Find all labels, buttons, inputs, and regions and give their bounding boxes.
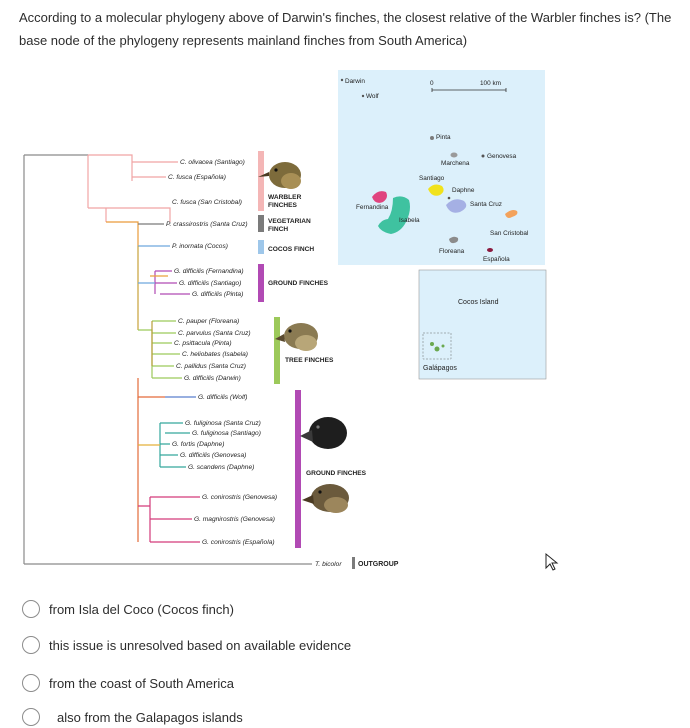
answer-option-unresolved[interactable]: this issue is unresolved based on availa… xyxy=(22,634,351,656)
island-label-floreana: Floreana xyxy=(439,248,465,255)
island-daphne xyxy=(447,196,451,200)
island-isabela xyxy=(378,196,410,234)
island-marchena xyxy=(450,152,458,158)
ground1-bar xyxy=(258,264,264,302)
tip-label: P. crassirostris (Santa Cruz) xyxy=(166,221,248,228)
question-text: According to a molecular phylogeny above… xyxy=(19,10,672,48)
scale-label: 100 km xyxy=(480,80,501,87)
radio-button[interactable] xyxy=(22,636,40,654)
tip-label: C. pallidus (Santa Cruz) xyxy=(176,363,246,370)
map-sea xyxy=(338,70,545,265)
tip-label: G. fuliginosa (Santiago) xyxy=(192,430,261,437)
tip-label: C. heliobates (Isabela) xyxy=(182,351,248,358)
island-san-cristobal xyxy=(505,210,518,218)
island-genovesa xyxy=(481,154,485,158)
cocos-caption: COCOS FINCH xyxy=(268,246,314,253)
vegetarian-bar xyxy=(258,215,264,232)
tip-label: T. bicolor xyxy=(315,561,342,568)
tree-bar xyxy=(274,317,280,384)
tip-label: G. conirostris (Española) xyxy=(202,539,275,546)
inset-frame xyxy=(418,269,547,380)
cursor-icon xyxy=(545,552,559,571)
tip-label: G. conirostris (Genovesa) xyxy=(202,494,277,501)
radio-button[interactable] xyxy=(22,674,40,692)
tip-label: G. magnirostris (Genovesa) xyxy=(194,516,275,523)
island-darwin xyxy=(340,78,344,82)
outgroup-bar xyxy=(352,557,355,569)
group-captions: WARBLER FINCHES VEGETARIAN FINCH COCOS F… xyxy=(268,194,399,569)
island-fernandina xyxy=(372,191,387,203)
tip-label: P. inornata (Cocos) xyxy=(172,243,228,250)
outgroup-caption: OUTGROUP xyxy=(358,561,399,568)
island-label-genovesa: Genovesa xyxy=(487,153,517,160)
tip-label: G. difficilis (Fernandina) xyxy=(174,268,244,275)
scale-zero: 0 xyxy=(430,80,434,87)
island-floreana xyxy=(449,236,459,244)
tip-label: G. fortis (Daphne) xyxy=(172,441,224,448)
ground1-caption: GROUND FINCHES xyxy=(268,280,329,287)
tip-label: G. difficilis (Genovesa) xyxy=(180,452,246,459)
answer-option-cocos[interactable]: from Isla del Coco (Cocos finch) xyxy=(22,598,234,620)
tip-label: C. parvulus (Santa Cruz) xyxy=(178,330,251,337)
tip-labels: C. olivacea (Santiago) C. fusca (Español… xyxy=(166,159,342,568)
group-bars xyxy=(258,151,301,548)
island-label-santiago: Santiago xyxy=(419,175,445,182)
island-label-espanola: Española xyxy=(483,256,510,263)
warbler-finch-illustration xyxy=(258,162,301,189)
option-label: also from the Galapagos islands xyxy=(57,709,243,725)
tip-label: C. olivacea (Santiago) xyxy=(180,159,245,166)
tip-label: C. psittacula (Pinta) xyxy=(174,340,232,347)
warbler-caption: WARBLER xyxy=(268,194,302,201)
phylogeny-figure: Darwin Wolf 0 100 km Pinta Marchena Geno… xyxy=(23,70,559,571)
island-wolf xyxy=(361,94,365,98)
galapagos-map: Darwin Wolf 0 100 km Pinta Marchena Geno… xyxy=(338,70,545,265)
cocos-bar xyxy=(258,240,264,254)
island-label-isabela: Isabela xyxy=(399,217,420,224)
vegetarian-caption: VEGETARIAN xyxy=(268,218,311,225)
inset-galapagos-box xyxy=(422,332,452,360)
tip-label: G. difficilis (Wolf) xyxy=(198,394,247,401)
island-espanola xyxy=(487,248,493,252)
island-label-daphne: Daphne xyxy=(452,187,475,194)
island-santa-cruz xyxy=(446,199,467,213)
tip-label: G. fuliginosa (Santa Cruz) xyxy=(185,420,261,427)
warbler-caption-2: FINCHES xyxy=(268,202,298,209)
island-label-darwin: Darwin xyxy=(345,78,365,85)
tree-branches xyxy=(23,154,312,565)
inset-label-galapagos: Galápagos xyxy=(423,365,457,372)
warbler-bar xyxy=(258,151,264,211)
tip-label: G. difficilis (Pinta) xyxy=(192,291,243,298)
answer-option-galapagos[interactable]: also from the Galapagos islands xyxy=(22,706,243,728)
tip-label: G. scandens (Daphne) xyxy=(188,464,254,471)
tree-caption: TREE FINCHES xyxy=(285,357,334,364)
island-pinta xyxy=(430,136,434,140)
radio-button[interactable] xyxy=(22,708,40,726)
island-label-marchena: Marchena xyxy=(441,160,470,167)
ground-finch-illustration xyxy=(300,417,347,449)
tip-label: C. fusca (Española) xyxy=(168,174,226,181)
option-label: this issue is unresolved based on availa… xyxy=(49,637,352,653)
ground2-bar xyxy=(295,390,301,548)
tip-label: G. difficilis (Darwin) xyxy=(184,375,241,382)
ground-finch-female-illustration xyxy=(302,484,349,513)
radio-button[interactable] xyxy=(22,600,40,618)
tree-finch-illustration xyxy=(275,323,318,351)
ground2-caption: GROUND FINCHES xyxy=(306,470,367,477)
island-label-pinta: Pinta xyxy=(436,134,451,141)
island-label-fernandina: Fernandina xyxy=(356,204,389,211)
inset-label-cocos: Cocos Island xyxy=(458,299,499,306)
option-label: from the coast of South America xyxy=(49,675,234,691)
tip-label: C. pauper (Floreana) xyxy=(178,318,239,325)
island-label-santa-cruz: Santa Cruz xyxy=(470,201,502,208)
tip-label: C. fusca (San Cristobal) xyxy=(172,199,242,206)
vegetarian-caption-2: FINCH xyxy=(268,226,288,233)
island-label-san-cristobal: San Cristobal xyxy=(490,230,528,237)
island-label-wolf: Wolf xyxy=(366,93,379,100)
island-santiago xyxy=(428,184,444,196)
inset-map: Cocos Island Galápagos xyxy=(418,269,547,380)
option-label: from Isla del Coco (Cocos finch) xyxy=(49,601,234,617)
answer-option-south-america[interactable]: from the coast of South America xyxy=(22,672,234,694)
tip-label: G. difficilis (Santiago) xyxy=(179,280,241,287)
